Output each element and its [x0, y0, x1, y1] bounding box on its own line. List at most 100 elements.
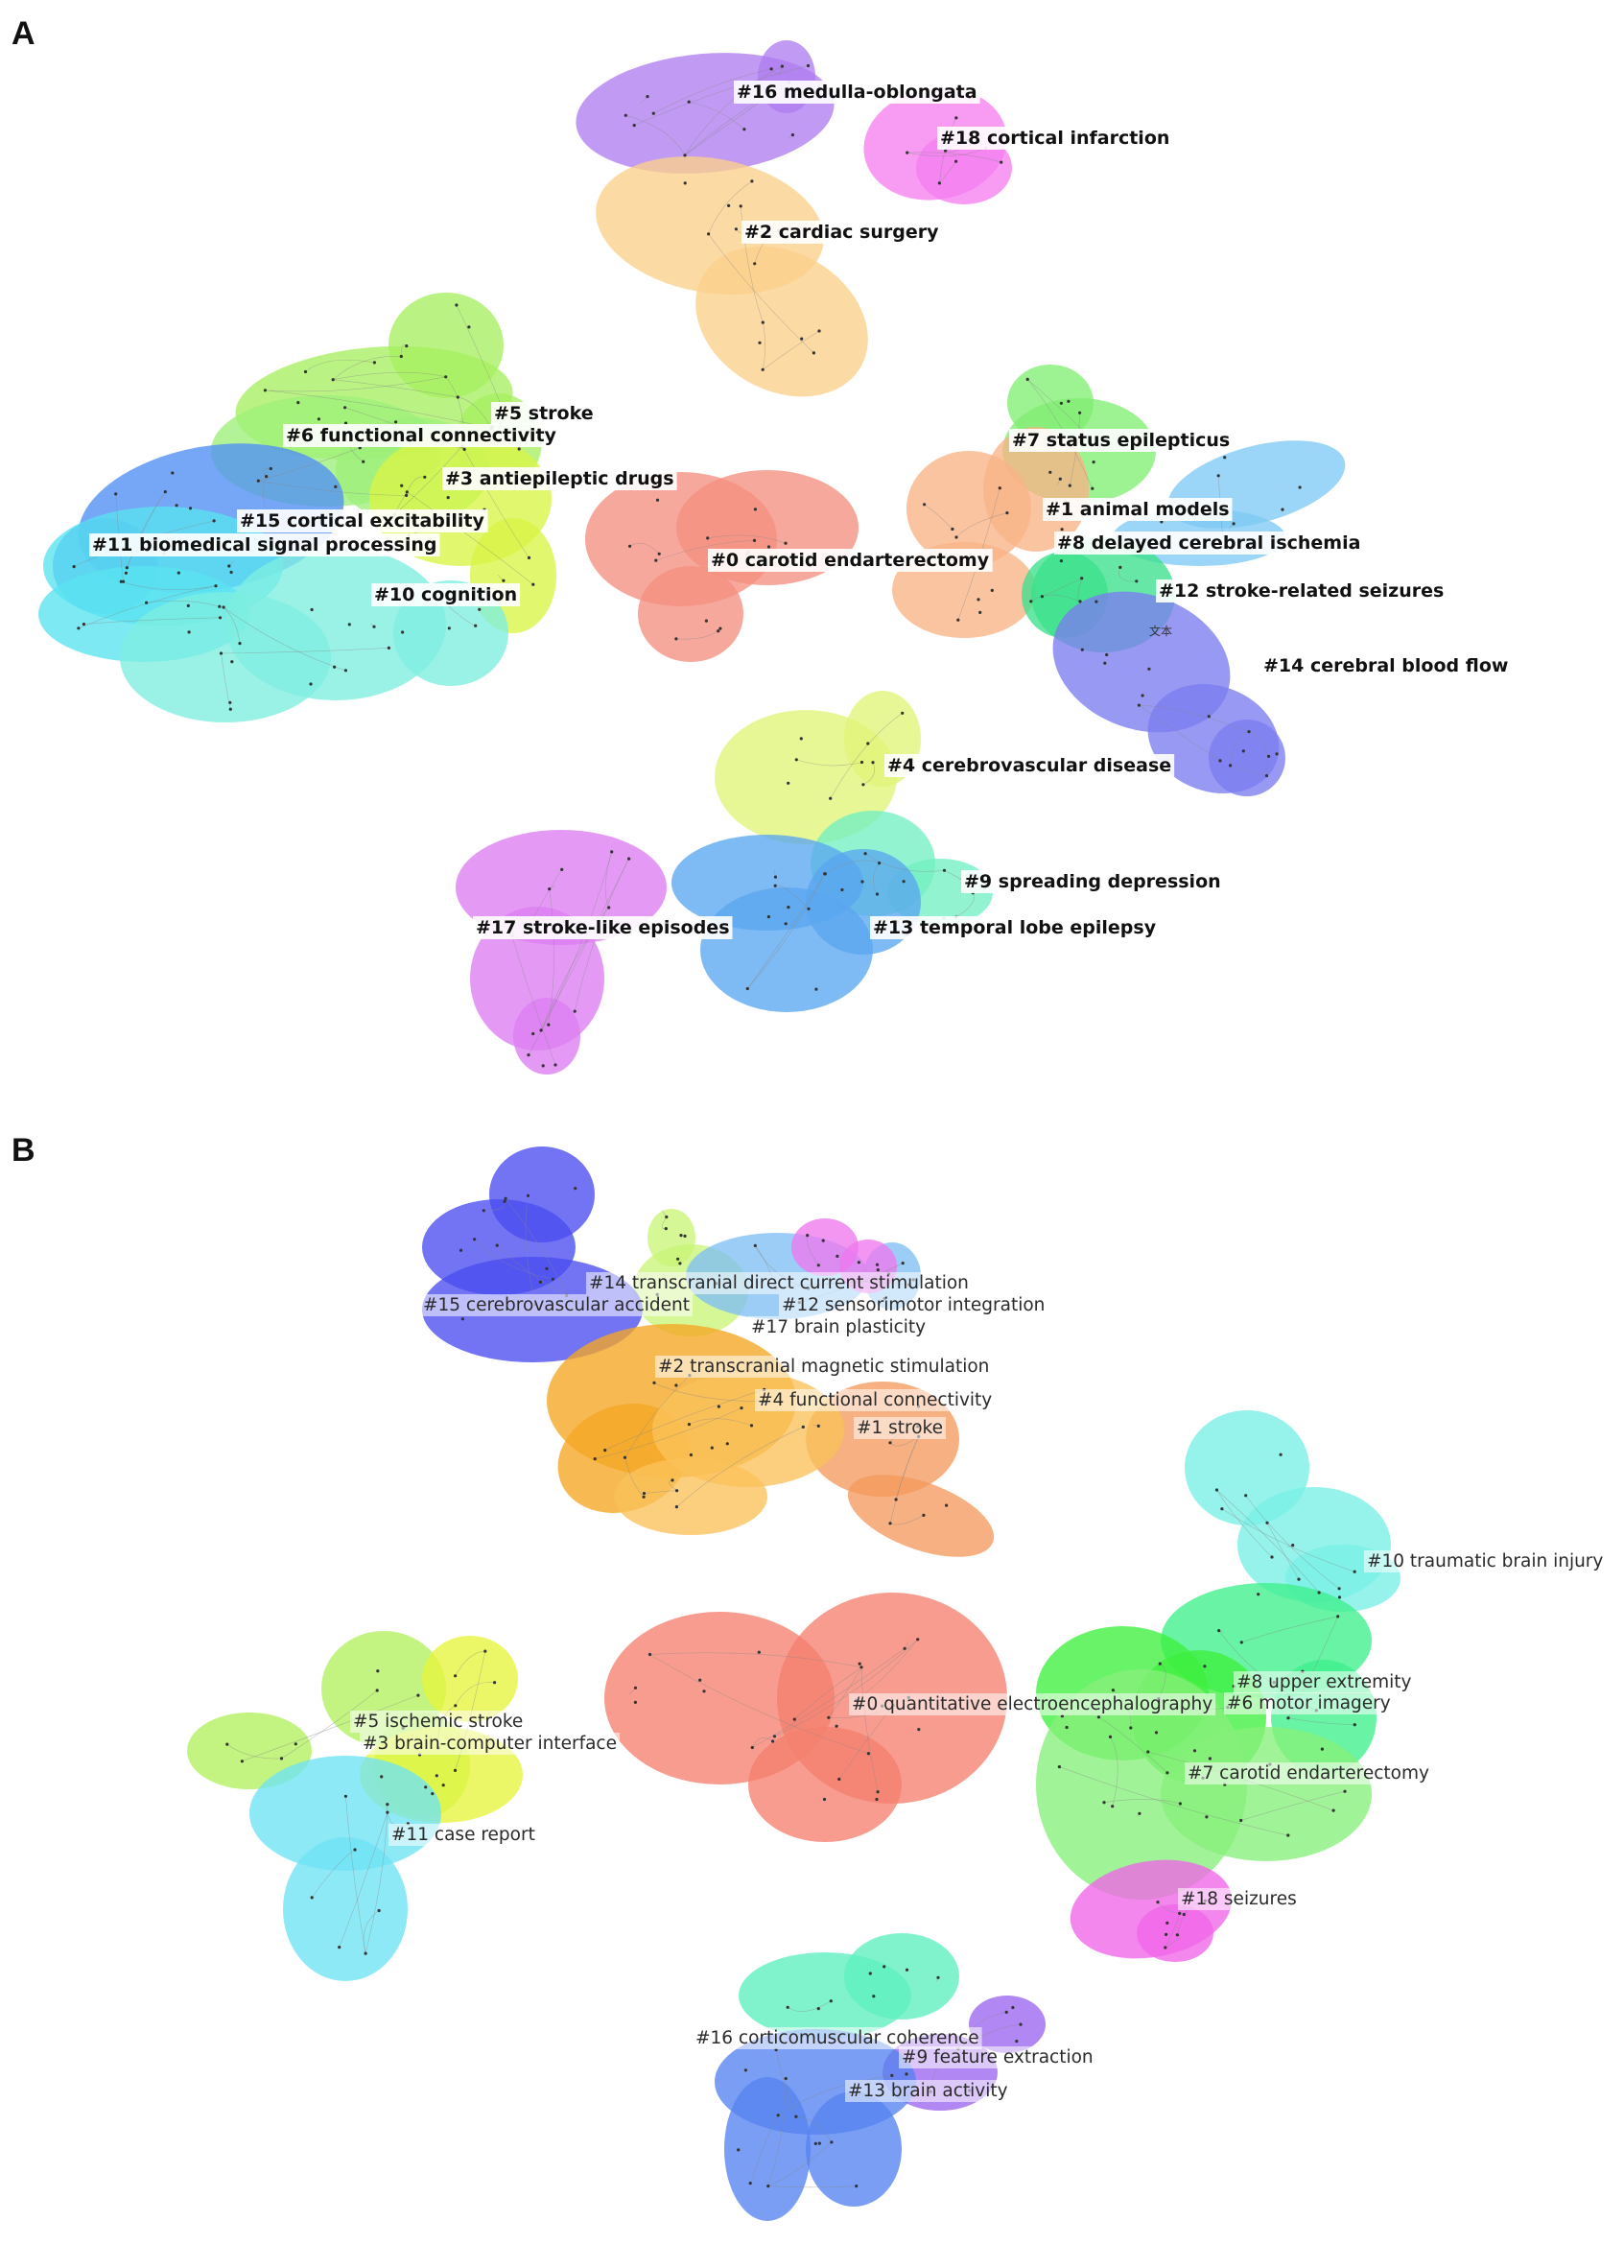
panel-a-cluster-2-node: [761, 367, 765, 371]
panel-b-cluster-0-link: [649, 1654, 869, 1755]
panel-b-cluster-15-node: [574, 1187, 577, 1191]
panel-a-cluster-14-node: [1264, 774, 1269, 778]
panel-b-cluster-2-node: [652, 1381, 656, 1384]
panel-a-cluster-10-label: #10 cognition: [374, 584, 517, 605]
panel-a-cluster-5-node: [343, 406, 347, 410]
panel-b-cluster-4-link: [889, 1515, 925, 1525]
panel-b-cluster-15-node: [482, 1209, 485, 1213]
panel-a-cluster-15-node: [265, 475, 269, 479]
panel-b-cluster-5-node: [441, 1784, 445, 1787]
panel-b-cluster-18-region-1: [1137, 1904, 1213, 1962]
panel-a-cluster-2-node: [750, 179, 754, 183]
panel-b-cluster-0-node: [876, 1790, 880, 1794]
panel-b-cluster-0-link: [752, 1648, 906, 1748]
panel-a-cluster-1-node: [1060, 528, 1064, 532]
panel-a-cluster-5-link: [333, 379, 459, 398]
panel-b-cluster-0-node: [750, 1745, 754, 1750]
panel-b-cluster-11-link: [339, 1812, 388, 1948]
panel-a-cluster-4-node: [859, 760, 864, 765]
panel-b-cluster-8-link: [1287, 1717, 1355, 1725]
panel-a-cluster-10-node: [228, 700, 232, 704]
panel-a-cluster-2-label-group: #2 cardiac surgery: [741, 221, 943, 244]
panel-a-cluster-5-node: [399, 354, 403, 359]
panel-a-cluster-17-region-2: [513, 998, 580, 1075]
panel-b-cluster-14-link: [661, 1210, 668, 1217]
panel-a-cluster-11-node: [227, 564, 231, 568]
panel-a-cluster-6-node: [256, 479, 260, 483]
panel-b-cluster-0-node: [633, 1686, 638, 1689]
panel-a-cluster-10-node: [219, 651, 224, 655]
panel-a-cluster-10-node: [372, 625, 376, 628]
panel-b-cluster-2-node: [687, 1423, 692, 1427]
panel-a-cluster-5-node: [263, 389, 267, 392]
panel-a-cluster-2-node: [683, 181, 687, 185]
panel-a-cluster-14-link: [1230, 731, 1250, 766]
panel-a-cluster-9-node: [878, 862, 882, 865]
panel-b-cluster-10-link: [1266, 1523, 1300, 1580]
panel-b-cluster-7-node: [1102, 1801, 1106, 1805]
panel-a-cluster-5-node: [444, 375, 448, 379]
panel-b-cluster-0-label: #0 quantitative electroencephalography: [852, 1694, 1212, 1714]
panel-b-cluster-13-link: [767, 2141, 833, 2186]
panel-a-cluster-15-node: [175, 504, 178, 508]
panel-a-cluster-17-label: #17 stroke-like episodes: [476, 917, 730, 938]
panel-b-cluster-13-link: [767, 2185, 857, 2188]
panel-a-cluster-10-node: [187, 630, 191, 634]
panel-b-cluster-8-node: [1257, 1593, 1260, 1596]
panel-b-cluster-8-node: [1239, 1641, 1243, 1644]
panel-a-cluster-13-node: [807, 907, 811, 910]
panel-b-cluster-0-link: [628, 1688, 636, 1695]
panel-b-cluster-13-region-2: [724, 2077, 811, 2221]
panel-a-cluster-13-link: [747, 873, 825, 989]
panel-b-cluster-15-node: [504, 1196, 507, 1200]
panel-a-cluster-5-label: #5 stroke: [494, 403, 594, 424]
panel-a-cluster-9-link: [955, 892, 975, 918]
panel-a-cluster-1-node: [1005, 511, 1009, 515]
panel-b-cluster-0-link: [752, 1737, 773, 1748]
panel-b-cluster-8-node: [1320, 1747, 1324, 1751]
panel-a-cluster-11-node: [82, 623, 85, 626]
panel-b-cluster-14-node: [683, 1234, 687, 1238]
panel-a-cluster-16-node: [780, 64, 785, 68]
panel-b-cluster-0-node: [702, 1689, 706, 1693]
panel-b-cluster-18-link: [1157, 1902, 1180, 1914]
panel-a-cluster-13-node: [814, 987, 818, 991]
panel-a-cluster-14-node: [1267, 754, 1271, 759]
panel-b-cluster-7-node: [1178, 1802, 1182, 1806]
panel-b-cluster-10-link: [1216, 1489, 1273, 1558]
panel-b-cluster-16-label-background: [693, 2027, 982, 2049]
panel-a-cluster-1-label-group: #1 animal models: [1043, 498, 1233, 521]
panel-b-cluster-16-node: [936, 1975, 940, 1979]
panel-b-cluster-6-node: [1111, 1689, 1115, 1692]
panel-a-cluster-13-label: #13 temporal lobe epilepsy: [873, 917, 1157, 938]
panel-b-cluster-15-label-background: [420, 1294, 694, 1316]
panel-b-cluster-0-link: [860, 1666, 879, 1792]
panel-a-cluster-0-region-2: [638, 566, 743, 662]
panel-b-cluster-2-link: [595, 1407, 742, 1459]
panel-a-cluster-6-label-group: #6 functional connectivity: [283, 424, 560, 447]
panel-b-cluster-0-node: [903, 1646, 906, 1650]
panel-b-cluster-4-node: [888, 1441, 892, 1445]
panel-a-cluster-1-node: [956, 618, 960, 622]
panel-b-cluster-11-node: [386, 1803, 389, 1807]
panel-b-cluster-17-node: [857, 1261, 861, 1264]
panel-a-cluster-17-node: [531, 1031, 535, 1036]
panel-b-cluster-10-node: [1214, 1488, 1219, 1492]
panel-b-cluster-13-label-group: #13 brain activity: [845, 2080, 1011, 2102]
panel-b-cluster-5-region-0: [187, 1713, 312, 1789]
panel-a-cluster-11-link: [228, 560, 234, 567]
panel-a-cluster-13-node: [840, 887, 844, 892]
panel-a-cluster-10-node: [347, 623, 351, 626]
panel-a-cluster-1-label-background: [1043, 498, 1233, 521]
panel-b-cluster-0-node: [772, 1735, 777, 1738]
panel-b-cluster-3-label-background: [360, 1733, 620, 1755]
panel-a-cluster-0-node: [628, 544, 632, 548]
panel-b-cluster-1-label-group: #1 stroke: [854, 1417, 946, 1439]
panel-b-cluster-10-node: [1353, 1570, 1356, 1573]
panel-a-cluster-15-node: [212, 519, 216, 523]
panel-a-cluster-5-node: [517, 447, 521, 451]
panel-a-cluster-13-node: [902, 880, 906, 884]
panel-b-cluster-2-label-group: #2 transcranial magnetic stimulation: [655, 1356, 993, 1378]
panel-a-cluster-14-node: [1103, 661, 1107, 665]
panel-b-cluster-13-link: [778, 2075, 892, 2116]
